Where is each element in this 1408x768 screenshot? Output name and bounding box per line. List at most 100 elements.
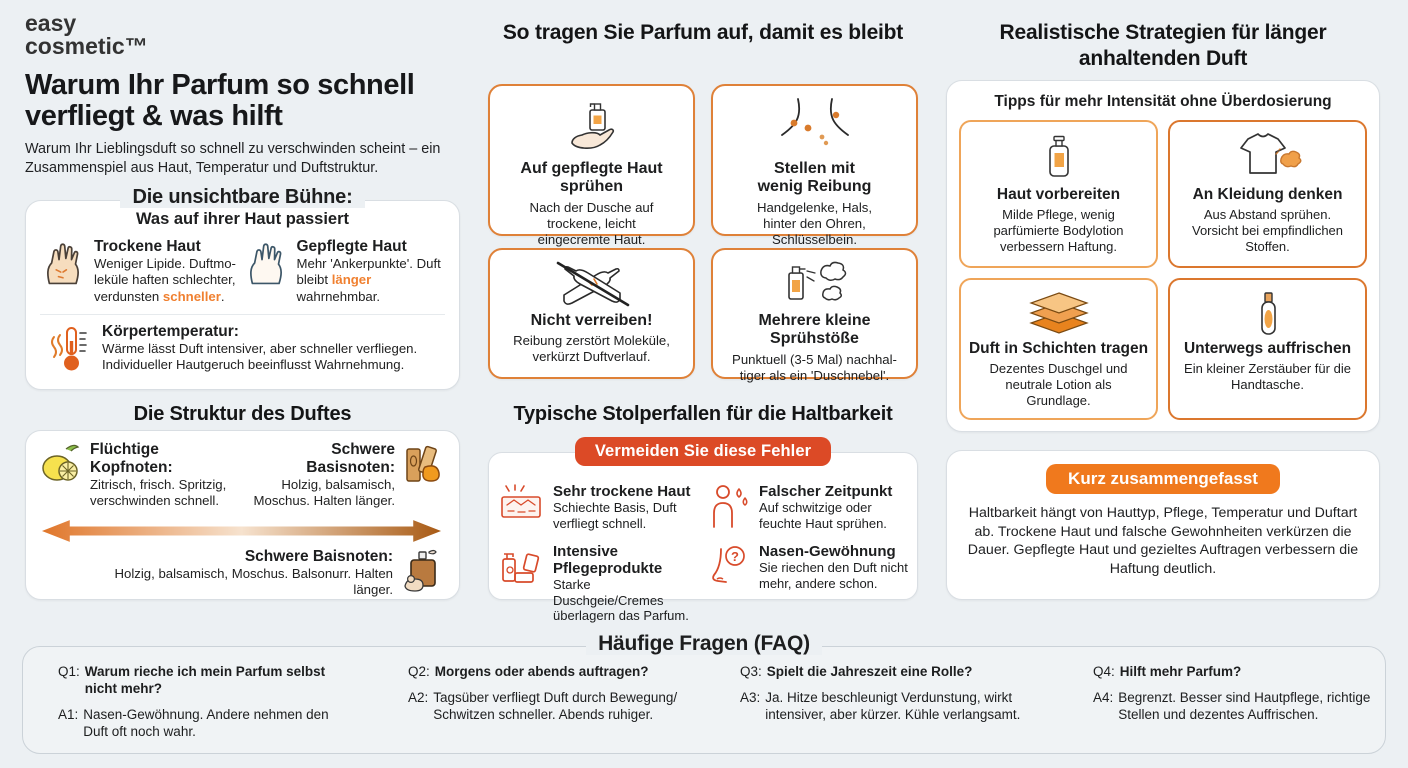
pitfalls-badge: Vermeiden Sie diese Fehler <box>488 437 918 466</box>
lemon-icon <box>38 441 84 510</box>
faq-grid: Q1: Warum rieche ich mein Parfum selbst n… <box>58 664 1388 741</box>
faq-question: Spielt die Jahreszeit eine Rolle? <box>766 664 973 679</box>
tip-card-title: An Kleidung denken <box>1192 186 1343 203</box>
faq-item-4: Q4:Hilft mehr Parfum? A4:Begrenzt. Besse… <box>1093 664 1388 741</box>
cared-hand-icon <box>243 238 289 305</box>
apply-section-heading: So tragen Sie Parfum auf, damit es bleib… <box>502 21 904 44</box>
faq-answer: Nasen-Gewöhnung. Andere nehmen den Duft … <box>83 706 329 739</box>
spray-bursts-icon <box>721 258 908 310</box>
no-rubbing-icon <box>498 258 685 310</box>
pitfall-nose-adaptation: ? Nasen-Gewöhnung Sie riechen den Duft n… <box>707 543 909 624</box>
apply-card-spray-on-skin: Auf gepflegte Haut sprühen Nach der Dusc… <box>488 84 695 247</box>
thermometer-icon <box>46 323 90 375</box>
faq-a-label: A2: <box>408 689 429 705</box>
volatility-arrow <box>38 518 447 544</box>
sweating-person-icon <box>707 483 751 529</box>
faq-q-label: Q1: <box>58 664 80 679</box>
base-notes-item: Schwere Basisnoten: Holzig, balsamisch, … <box>245 441 447 510</box>
top-notes-item: Flüchtige Kopfnoten: Zitrisch, frisch. S… <box>38 441 245 510</box>
faq-q-label: Q3: <box>740 664 762 679</box>
brand-logo-line1: easy <box>25 10 77 36</box>
atomizer-icon <box>1176 288 1359 340</box>
pitfall-title: Falscher Zeitpunkt <box>759 483 893 500</box>
page-subtitle: Warum Ihr Lieblingsduft so schnell zu ve… <box>25 141 441 176</box>
apply-card-no-rubbing: Nicht verreiben! Reibung zerstört Molekü… <box>488 248 695 379</box>
tip-card-text: Aus Abstand sprühen. Vorsicht bei empfin… <box>1191 206 1344 254</box>
structure-panel: Flüchtige Kopfnoten: Zitrisch, frisch. S… <box>25 430 460 600</box>
tshirt-spray-icon <box>1176 130 1359 186</box>
stage-panel: Was auf ihrer Haut passiert Trockene Hau… <box>25 200 460 390</box>
perfume-bottle-icon <box>399 548 447 600</box>
page-title: Warum Ihr Parfum so schnell verfliegt & … <box>25 69 415 133</box>
base-notes2-title: Schwere Baisnoten: <box>244 547 393 565</box>
nose-question-icon: ? <box>707 543 751 589</box>
faq-heading: Häufige Fragen (FAQ) <box>0 632 1408 656</box>
summary-badge: Kurz zusammengefasst <box>1046 464 1280 494</box>
pitfall-text: Schiechte Basis, Duft verfliegt schnell. <box>553 500 677 531</box>
pitfall-text: Auf schwitzige oder feuchte Haut sprühen… <box>759 500 887 531</box>
pitfalls-section-heading: Typische Stolperfallen für die Haltbarke… <box>513 403 893 425</box>
wood-icon <box>401 441 447 510</box>
tip-card-text: Dezentes Duschgel und neutrale Lotion al… <box>989 360 1128 408</box>
base-notes2-item: Schwere Baisnoten: Holzig, balsamisch, M… <box>38 548 447 600</box>
apply-card-multiple-sprays: Mehrere kleine Sprühstöße Punktuell (3-5… <box>711 248 918 383</box>
dry-skin-text: Weniger Lipide. Duftmo-leküle haften sch… <box>94 256 236 304</box>
pitfall-text: Sie riechen den Duft nicht mehr, andere … <box>759 560 908 591</box>
apply-card-text: Nach der Dusche auf trockene, leicht ein… <box>529 199 654 247</box>
apply-card-text: Punktuell (3-5 Mal) nachhal-tiger als ei… <box>732 351 897 383</box>
tip-card-clothing: An Kleidung denken Aus Abstand sprühen. … <box>1168 120 1367 268</box>
apply-card-text: Reibung zerstört Moleküle, verkürzt Duft… <box>513 333 670 365</box>
faq-q-label: Q4: <box>1093 664 1115 679</box>
body-temperature-title: Körpertemperatur: <box>102 323 239 341</box>
tip-card-title: Duft in Schichten tragen <box>968 340 1149 357</box>
base-notes-title: Schwere Basisnoten: <box>306 441 395 476</box>
cared-skin-title: Gepflegte Haut <box>296 238 407 255</box>
tip-card-text: Milde Pflege, wenig parfümierte Bodyloti… <box>993 206 1124 254</box>
stage-divider <box>40 314 445 316</box>
apply-card-low-friction-spots: Stellen mit wenig Reibung Handgelenke, H… <box>711 84 918 247</box>
care-products-icon <box>499 543 545 589</box>
tips-panel: Tipps für mehr Intensität ohne Überdosie… <box>946 80 1380 432</box>
dry-hand-icon <box>40 238 86 305</box>
dry-skin-item: Trockene Haut Weniger Lipide. Duftmo-lek… <box>40 238 243 305</box>
layers-icon <box>967 288 1150 340</box>
apply-card-title: Nicht verreiben! <box>530 312 653 329</box>
pitfall-text: Starke Duschgeie/Cremes überlagern das P… <box>553 577 689 624</box>
tip-card-layering: Duft in Schichten tragen Dezentes Duschg… <box>959 278 1158 420</box>
dry-skin-title: Trockene Haut <box>94 238 201 255</box>
faq-question: Warum rieche ich mein Parfum selbst nich… <box>84 664 326 696</box>
faq-question: Morgens oder abends auftragen? <box>434 664 649 679</box>
pitfall-wrong-time: Falscher Zeitpunkt Auf schwitzige oder f… <box>707 483 909 531</box>
apply-cards-grid: Auf gepflegte Haut sprühen Nach der Dusc… <box>488 84 918 383</box>
faq-item-1: Q1: Warum rieche ich mein Parfum selbst n… <box>58 664 408 741</box>
tip-card-prepare-skin: Haut vorbereiten Milde Pflege, wenig par… <box>959 120 1158 268</box>
apply-card-title: Auf gepflegte Haut sprühen <box>520 160 663 196</box>
pitfall-title: Intensive Pflegeprodukte <box>553 543 663 578</box>
stage-panel-subheading: Was auf ihrer Haut passiert <box>135 210 350 228</box>
tips-panel-title: Tipps für mehr Intensität ohne Überdosie… <box>994 93 1332 110</box>
pitfall-intensive-products: Intensive Pflegeprodukte Starke Duschgei… <box>499 543 701 624</box>
apply-card-title: Mehrere kleine Sprühstöße <box>758 312 871 348</box>
body-temperature-item: Körpertemperatur: Wärme lässt Duft inten… <box>40 323 445 375</box>
pitfalls-panel: Sehr trockene Haut Schiechte Basis, Duft… <box>488 452 918 623</box>
faq-q-label: Q2: <box>408 664 430 679</box>
faq-item-3: Q3:Spielt die Jahreszeit eine Rolle? A3:… <box>740 664 1093 741</box>
neck-pulse-points-icon <box>721 94 908 158</box>
tip-card-title: Haut vorbereiten <box>996 186 1121 203</box>
apply-card-title: Stellen mit wenig Reibung <box>757 160 872 196</box>
faq-answer: Ja. Hitze beschleunigt Verdunstung, wirk… <box>765 689 1021 722</box>
top-notes-title: Flüchtige Kopfnoten: <box>90 441 173 476</box>
summary-panel: Kurz zusammengefasst Haltbarkeit hängt v… <box>946 450 1380 600</box>
faq-item-2: Q2:Morgens oder abends auftragen? A2:Tag… <box>408 664 740 741</box>
pitfall-title: Nasen-Gewöhnung <box>759 543 896 561</box>
tip-card-title: Unterwegs auffrischen <box>1183 340 1352 357</box>
cared-skin-text: Mehr 'Ankerpunkte'. Duft bleibt länger w… <box>296 256 441 304</box>
summary-text: Haltbarkeit hängt von Hauttyp, Pflege, T… <box>967 505 1359 578</box>
apply-card-text: Handgelenke, Hals, hinter den Ohren, Sch… <box>756 199 873 247</box>
body-temperature-text: Wärme lässt Duft intensiver, aber schnel… <box>102 341 418 373</box>
strategies-section-heading: Realistische Strategien für länger anhal… <box>999 21 1327 70</box>
brand-logo-line2: cosmetic™ <box>25 33 148 60</box>
brand-logo: easy cosmetic™ <box>25 10 148 60</box>
lotion-bottle-icon <box>967 130 1150 186</box>
